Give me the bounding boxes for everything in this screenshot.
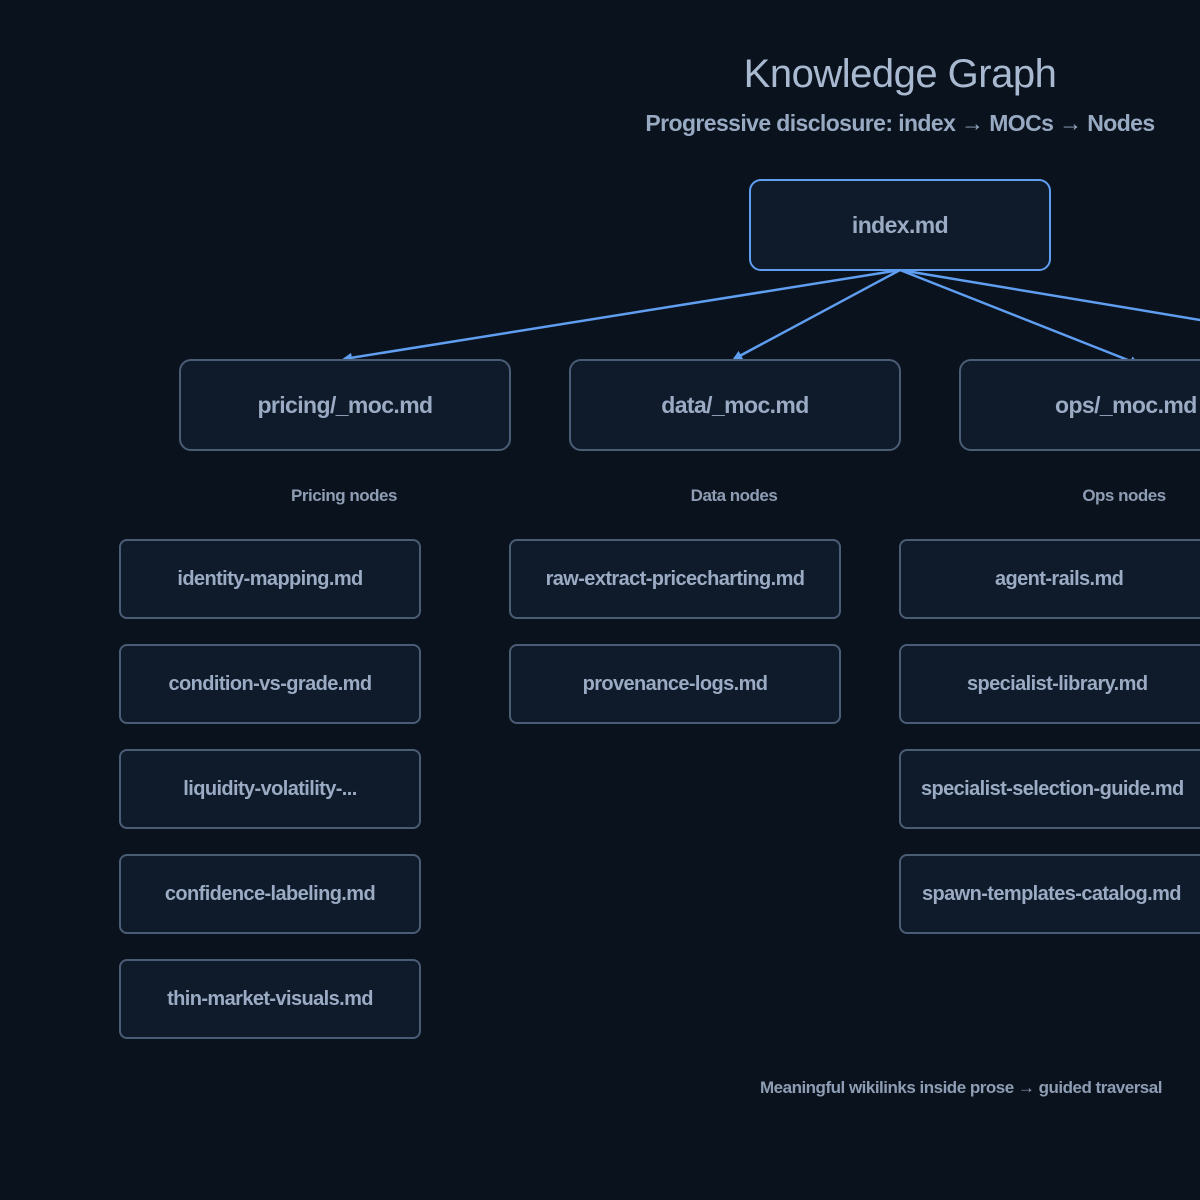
pricing-nodes-label: Pricing nodes (291, 486, 397, 505)
index-node[interactable]: index.md (749, 179, 1051, 271)
footer-note: Meaningful wikilinks inside prose → guid… (760, 1078, 1162, 1097)
pricing-node-liquidity-volatility[interactable]: liquidity-volatility-... (119, 749, 421, 829)
ops-node-agent-rails[interactable]: agent-rails.md (899, 539, 1200, 619)
pricing-node-identity-mapping[interactable]: identity-mapping.md (119, 539, 421, 619)
ops-node-specialist-library[interactable]: specialist-library.md (899, 644, 1200, 724)
data-nodes-label: Data nodes (690, 486, 778, 505)
pricing-node-thin-market-visuals[interactable]: thin-market-visuals.md (119, 959, 421, 1039)
edge-index-to-ops-moc (899, 268, 1140, 366)
data-node-provenance-logs[interactable]: provenance-logs.md (509, 644, 841, 724)
diagram-title: Knowledge Graph (743, 52, 1057, 96)
ops-node-specialist-selection-guide[interactable]: specialist-selection-guide.md (899, 749, 1200, 829)
data-moc-node[interactable]: data/_moc.md (569, 359, 901, 451)
diagram-subtitle: Progressive disclosure: index → MOCs → N… (645, 110, 1155, 136)
edge-index-to-pricing-moc (342, 268, 901, 363)
edge-index-to-data-moc (732, 268, 901, 361)
ops-moc-node[interactable]: ops/_moc.md (959, 359, 1200, 451)
pricing-moc-node[interactable]: pricing/_moc.md (179, 359, 511, 451)
edge-index-to-offscreen-moc (899, 268, 1200, 322)
ops-nodes-label: Ops nodes (1082, 486, 1166, 505)
pricing-node-condition-vs-grade[interactable]: condition-vs-grade.md (119, 644, 421, 724)
ops-node-spawn-templates-catalog[interactable]: spawn-templates-catalog.md (899, 854, 1200, 934)
pricing-node-confidence-labeling[interactable]: confidence-labeling.md (119, 854, 421, 934)
data-node-raw-extract-pricecharting[interactable]: raw-extract-pricecharting.md (509, 539, 841, 619)
